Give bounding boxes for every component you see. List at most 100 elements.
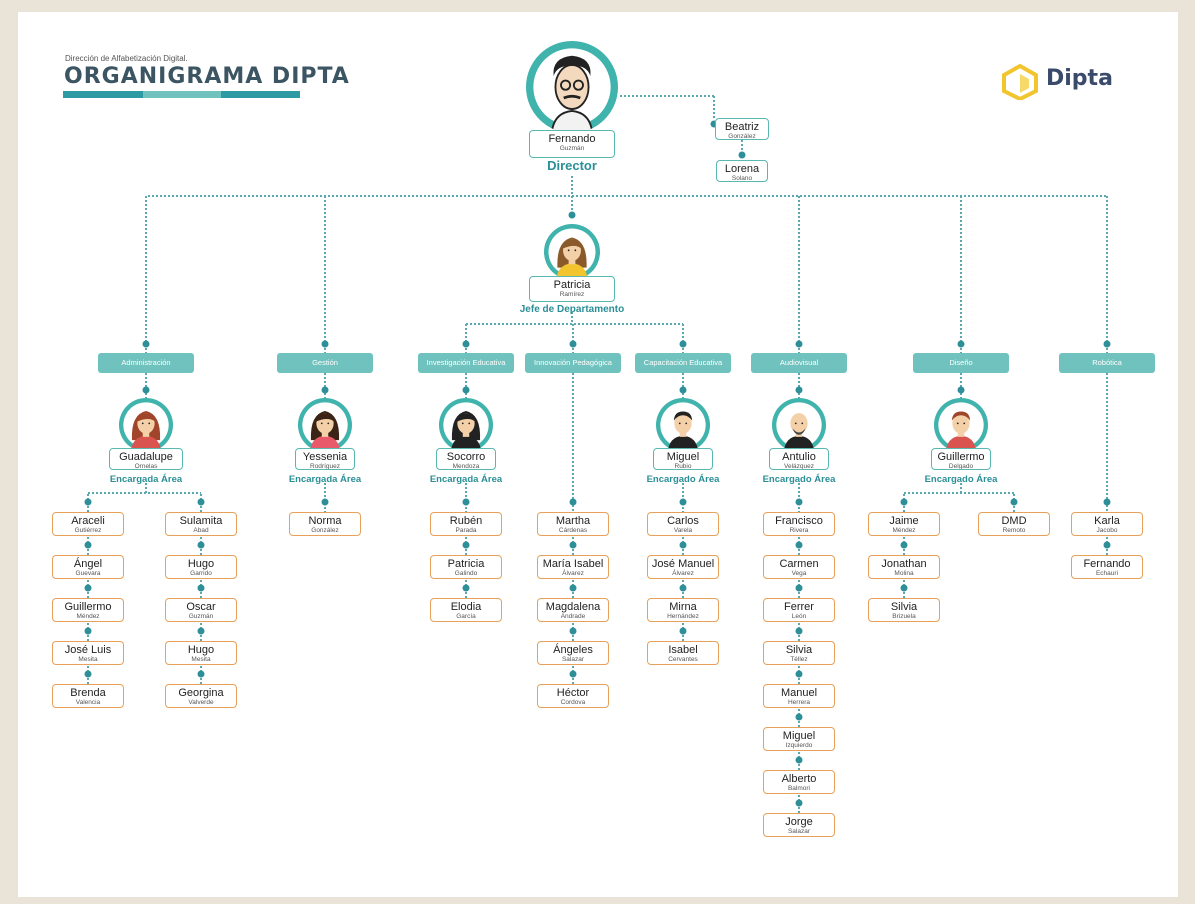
person-last-name: Brizuela — [892, 613, 916, 620]
connector-dot — [197, 670, 205, 678]
person-first-name: Alberto — [781, 773, 817, 785]
person-last-name: Salazar — [787, 828, 811, 835]
person-last-name: Salazar — [561, 656, 585, 663]
connector-dot — [679, 541, 687, 549]
connector-dot — [679, 498, 687, 506]
person-last-name: Gutiérrez — [74, 527, 102, 534]
person-first-name: Carmen — [779, 558, 819, 570]
person-last-name: Ramírez — [559, 291, 585, 298]
person-first-name: Mirna — [669, 601, 697, 613]
person-first-name: Rubén — [449, 515, 483, 527]
person-last-name: Remoto — [1002, 527, 1026, 534]
role-label: Encargada Área — [109, 474, 183, 485]
person-last-name: Cárdenas — [558, 527, 588, 534]
connector-dot — [321, 340, 329, 348]
person-first-name: Antulio — [782, 451, 816, 463]
connector-dot — [900, 541, 908, 549]
person-first-name: Manuel — [780, 687, 818, 699]
person-first-name: Guadalupe — [119, 451, 173, 463]
person-last-name: Cordova — [560, 699, 586, 706]
role-label: Encargado Área — [924, 474, 998, 485]
connector-dot — [1103, 541, 1111, 549]
connector-dot — [142, 386, 150, 394]
person-last-name: Echauri — [1095, 570, 1119, 577]
person-last-name: Galindo — [454, 570, 478, 577]
title-bar-segment — [221, 91, 300, 98]
area-label: Innovación Pedagógica — [525, 353, 621, 373]
connector-dot — [142, 340, 150, 348]
person-first-name: Silvia — [890, 601, 918, 613]
connector-dot — [321, 386, 329, 394]
person-first-name: Patricia — [447, 558, 485, 570]
person-last-name: Méndez — [892, 527, 916, 534]
connector-dot — [795, 498, 803, 506]
person-last-name: Rubio — [674, 463, 692, 470]
person-first-name: Ángeles — [553, 644, 593, 656]
person-last-name: Téllez — [790, 656, 808, 663]
person-first-name: Lorena — [724, 163, 760, 175]
connector-dot — [569, 670, 577, 678]
person-last-name: Rivera — [789, 527, 809, 534]
person-last-name: Jacobo — [1096, 527, 1118, 534]
person-last-name: Guzmán — [559, 145, 585, 152]
role-label: Jefe de Departamento — [519, 304, 625, 315]
person-first-name: Fernando — [548, 133, 596, 145]
person-last-name: Andrade — [560, 613, 586, 620]
person-first-name: Hugo — [187, 558, 215, 570]
connector-dot — [84, 670, 92, 678]
person-avatar-icon — [119, 398, 173, 452]
connector-dot — [795, 541, 803, 549]
connector-dot — [569, 627, 577, 635]
person-last-name: Álvarez — [672, 570, 694, 577]
connector-dot — [568, 211, 576, 219]
connector-dot — [569, 541, 577, 549]
person-first-name: José Manuel — [651, 558, 715, 570]
person-first-name: DMD — [1001, 515, 1027, 527]
connector-dot — [900, 584, 908, 592]
area-label: Capacitación Educativa — [635, 353, 731, 373]
connector-dot — [795, 670, 803, 678]
connector-dot — [197, 627, 205, 635]
person-last-name: Guzmán — [188, 613, 214, 620]
person-last-name: Álvarez — [562, 570, 584, 577]
person-last-name: León — [791, 613, 807, 620]
connector-dot — [679, 340, 687, 348]
connector-dot — [795, 340, 803, 348]
person-first-name: Miguel — [782, 730, 816, 742]
title-bar-segment — [143, 91, 221, 98]
person-first-name: Silvia — [785, 644, 813, 656]
person-first-name: Ángel — [73, 558, 103, 570]
person-last-name: Varela — [673, 527, 693, 534]
area-label: Audiovisual — [751, 353, 847, 373]
connector-dot — [197, 584, 205, 592]
person-first-name: Carlos — [667, 515, 699, 527]
person-avatar-icon — [772, 398, 826, 452]
connector-dot — [569, 584, 577, 592]
person-first-name: Brenda — [70, 687, 106, 699]
connector-dot — [679, 584, 687, 592]
person-first-name: Isabel — [668, 644, 698, 656]
